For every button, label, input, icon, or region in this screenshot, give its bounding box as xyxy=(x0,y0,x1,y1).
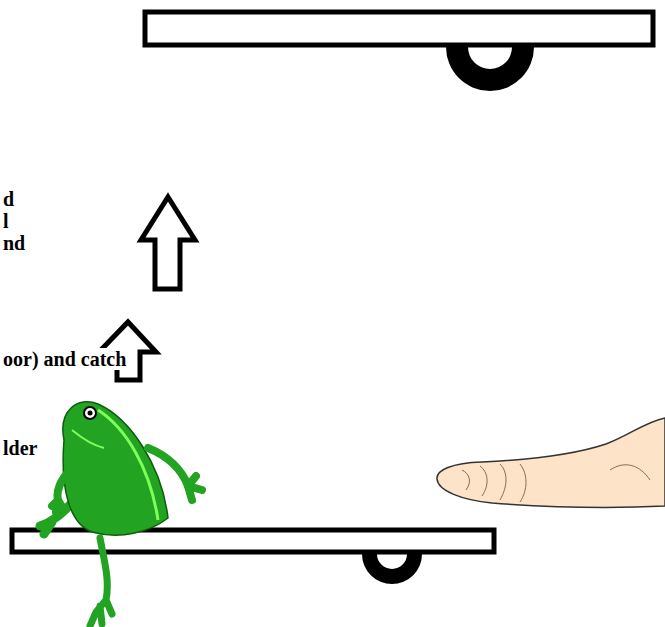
cart-wheel xyxy=(446,47,534,91)
frog xyxy=(40,402,202,626)
note-fragment: nd xyxy=(2,232,26,254)
foot xyxy=(437,418,665,507)
note-fragment: lder xyxy=(2,437,38,459)
cart-wheel xyxy=(362,554,422,584)
cart-board xyxy=(145,12,653,45)
note-fragment: d xyxy=(2,188,15,210)
note-fragment: oor) and catch xyxy=(2,348,127,370)
note-fragment: l xyxy=(2,210,10,232)
cart-board xyxy=(12,530,494,552)
motion-arrow xyxy=(141,197,195,289)
